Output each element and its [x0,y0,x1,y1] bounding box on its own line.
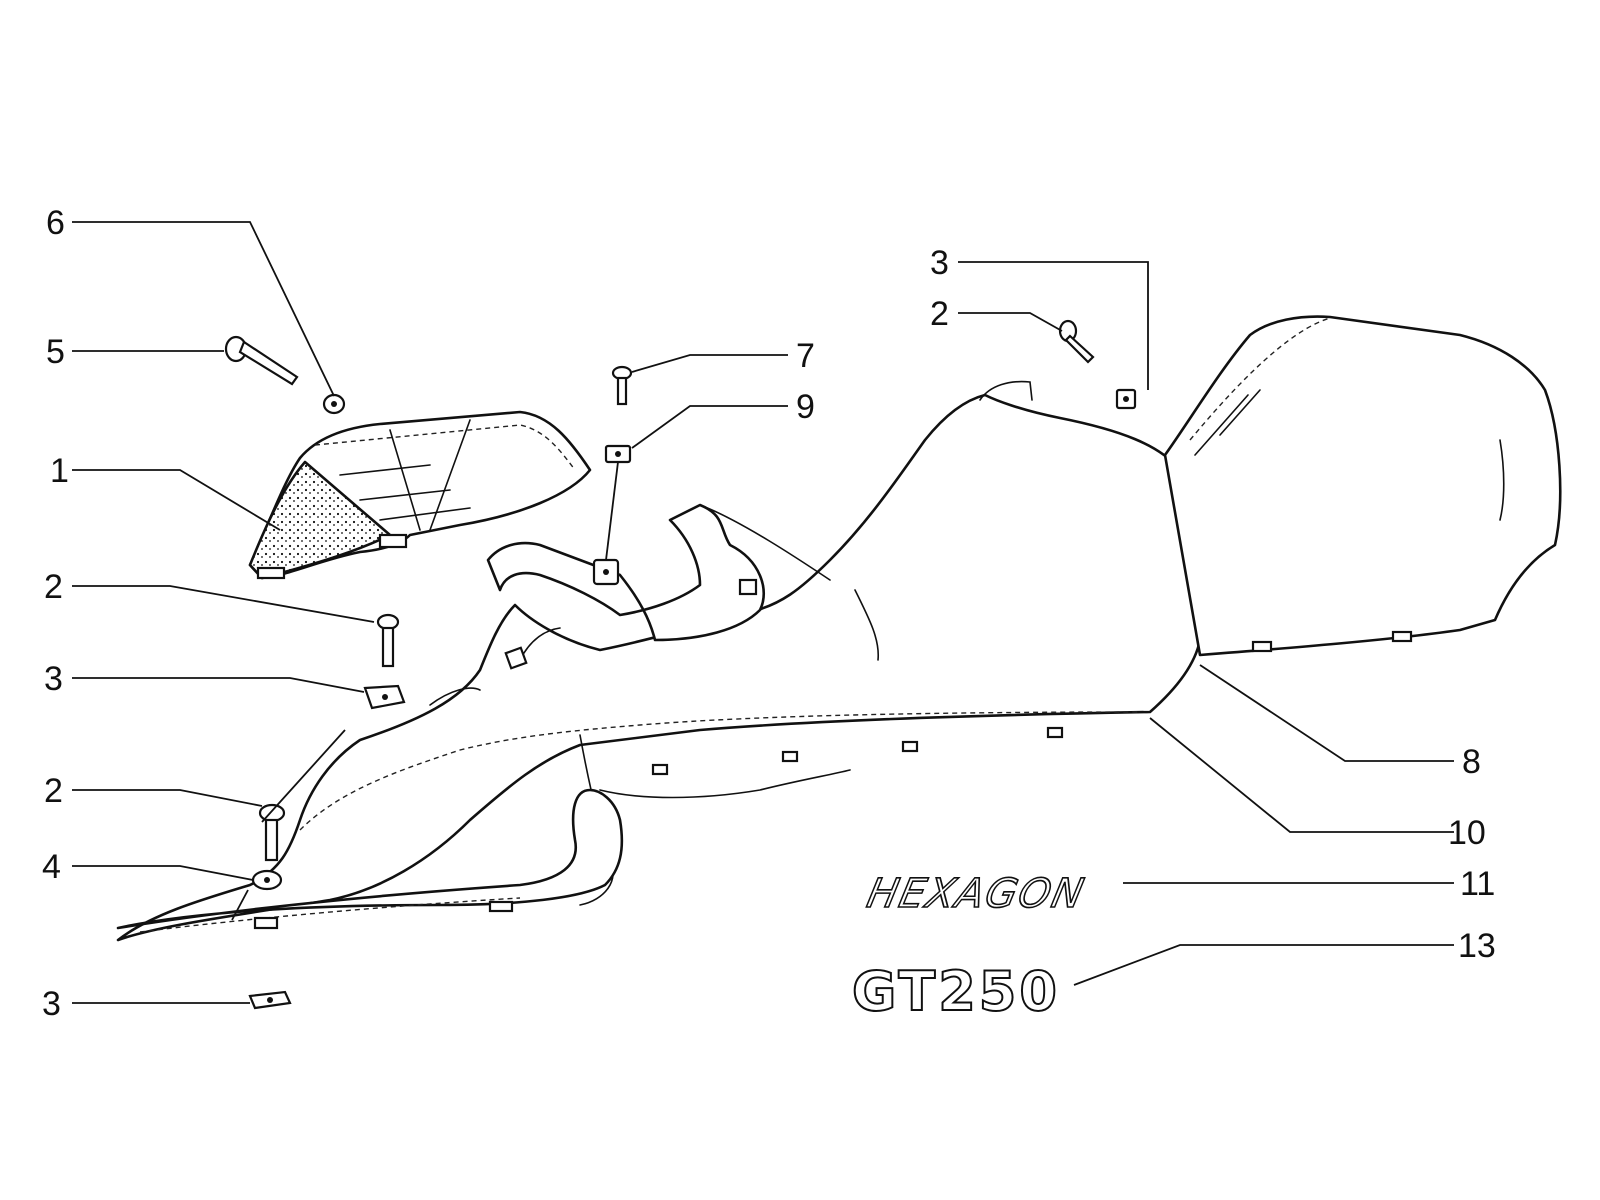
part-10-floor-panel [116,380,1203,942]
callout-3: 3 [42,985,61,1023]
callout-2: 2 [44,772,63,810]
leader-lines [72,221,1454,1004]
part-13-gt250-badge: GT250 [851,959,1060,1024]
part-5-long-screw [224,335,299,386]
callout-3: 3 [44,660,63,698]
callout-9: 9 [796,388,815,426]
hexagon-logo-text: HEXAGON [863,869,1090,916]
part-3-clip-mid-left [363,684,406,710]
part-7-screw [611,365,633,406]
part-4-washer [251,869,283,891]
part-2-screw-low-left [258,803,286,862]
part-8-rear-panel [1163,315,1562,657]
callout-7: 7 [796,337,815,375]
part-2-screw-mid-left [376,613,400,668]
callout-1: 1 [50,452,69,490]
callout-3: 3 [930,244,949,282]
callout-2: 2 [44,568,63,606]
gt250-logo-text: GT250 [852,960,1060,1023]
callout-8: 8 [1462,743,1481,781]
callout-13: 13 [1458,927,1496,965]
part-11-hexagon-badge: HEXAGON [862,869,1090,918]
callout-labels: 6 5 1 2 3 2 4 3 7 9 3 2 8 10 11 13 [42,204,1496,1023]
callout-2: 2 [930,295,949,333]
part-3-clip-top-right [1115,388,1137,410]
inner-tunnel-bracket [429,503,831,706]
callout-11: 11 [1460,865,1495,903]
part-3-clip-bottom-left [248,990,292,1010]
callout-5: 5 [46,333,65,371]
left-footboard [116,788,624,933]
part-9-clip [604,444,632,464]
callout-6: 6 [46,204,65,242]
part-6-washer [322,393,346,415]
part-9-clip-installed [592,558,620,586]
callout-10: 10 [1448,814,1486,852]
part-2-screw-top-right [1058,319,1095,364]
part-1-glove-box [248,410,592,580]
callout-4: 4 [42,848,61,886]
